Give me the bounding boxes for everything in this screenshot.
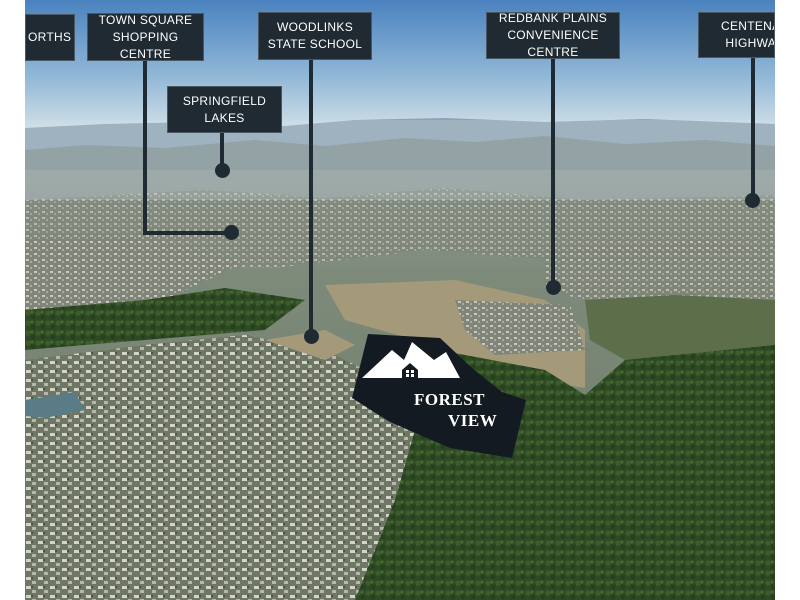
label-springfield-lakes: SPRINGFIELD LAKES: [167, 86, 282, 133]
woodlinks-marker: [304, 329, 319, 344]
springfield-stem: [220, 133, 224, 171]
label-town-square-shopping-centre: TOWN SQUARE SHOPPING CENTRE: [87, 13, 204, 61]
town-square-stem-horizontal: [143, 231, 231, 235]
aerial-photo: [25, 0, 775, 600]
centenary-marker: [745, 193, 760, 208]
label-woodlinks-state-school: WOODLINKS STATE SCHOOL: [258, 12, 372, 60]
town-square-stem: [143, 61, 147, 235]
label-norths: ORTHS: [25, 14, 75, 61]
mountain-house-icon: [362, 342, 460, 378]
logo-text-view: VIEW: [448, 411, 498, 430]
label-redbank-plains-convenience-centre: REDBANK PLAINS CONVENIENCE CENTRE: [486, 11, 620, 59]
logo-text-forest: FOREST: [414, 390, 486, 409]
redbank-stem: [551, 59, 555, 288]
woodlinks-stem: [309, 60, 313, 336]
redbank-marker: [546, 280, 561, 295]
springfield-marker: [215, 163, 230, 178]
centenary-stem: [751, 58, 755, 200]
label-centenary-highway: CENTENA HIGHWA: [698, 12, 775, 58]
town-square-marker: [224, 225, 239, 240]
forest-view-logo: [352, 334, 526, 458]
